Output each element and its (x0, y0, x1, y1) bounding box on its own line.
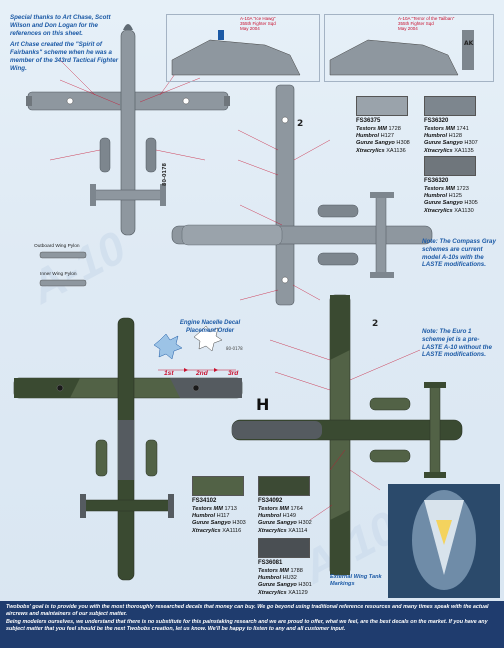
nacelle-serial-decal: 80-0178 (226, 346, 243, 351)
color-chip (258, 476, 310, 496)
inner-pylon-caption: Inner Wing Pylon (40, 272, 77, 277)
euro1-note: Note: The Euro 1 scheme jet is a pre-LAS… (422, 328, 492, 359)
color-chip (424, 96, 476, 116)
wing-tank-photo (388, 484, 500, 598)
footer-paragraph-1: Twobobs' goal is to provide you with the… (6, 604, 489, 618)
swatch-fs34102: FS34102 Testors MM 1713 Humbrol H117 Gun… (192, 476, 246, 535)
color-chip (258, 538, 310, 558)
inset-ice-hawg (166, 14, 320, 82)
outboard-pylon-caption: Outboard Wing Pylon (34, 244, 80, 249)
thanks-note: Special thanks to Art Chase, Scott Wilso… (10, 14, 111, 37)
plane-compass-top-view (26, 24, 230, 236)
color-chip (192, 476, 244, 496)
plane-euro1-top-view (13, 317, 243, 581)
footer-paragraph-2: Being modelers ourselves, we understand … (6, 618, 488, 632)
color-chip (356, 96, 408, 116)
wing-tank-caption: External Wing Tank Markings (330, 574, 382, 587)
plane-euro1-bottom-view (231, 294, 463, 576)
callout-lines (49, 59, 206, 161)
swatch-fs36320: FS36320 Testors MM 1741 Humbrol H128 Gun… (424, 96, 478, 155)
euro-letter: H (256, 395, 269, 414)
cockpit-insets: AK (171, 30, 474, 76)
inset-terror-of-the-tailban (324, 14, 494, 82)
color-chip (424, 156, 476, 176)
nacelle-step-1: 1st (164, 370, 174, 377)
swatch-fs36375: FS36375 Testors MM 1728 Humbrol H127 Gun… (356, 96, 410, 155)
inset-ice-hawg-label: A-10A "Ice Hawg" 355th Fighter Sqd May 2… (240, 16, 276, 32)
footer: Twobobs' goal is to provide you with the… (0, 601, 504, 648)
spirit-note: Art Chase created the "Spirit of Fairban… (10, 41, 119, 72)
intro-notes: Special thanks to Art Chase, Scott Wilso… (10, 14, 128, 76)
swatch-fs36081: FS36081 Testors MM 1788 Humbrol HU32 Gun… (258, 538, 312, 597)
compass-gray-note: Note: The Compass Gray schemes are curre… (422, 238, 496, 269)
side-number-1: 2 (297, 119, 303, 129)
tail-code: AK (464, 40, 474, 47)
nacelle-step-2: 2nd (196, 370, 208, 377)
nacelle-step-3: 3rd (228, 370, 239, 377)
pylon-sketches (39, 251, 87, 287)
serial-marking: 80-0178 (162, 163, 168, 186)
inset-terror-label: A-10A "Terror of the Tailban" 355th Figh… (398, 16, 455, 32)
nacelle-order-diagram: 80-0178 (153, 325, 243, 372)
side-number-2: 2 (372, 319, 378, 329)
swatch-fs34092: FS34092 Testors MM 1764 Humbrol H149 Gun… (258, 476, 312, 535)
plane-compass-bottom-view (171, 84, 433, 306)
swatch-fs36320-dark: FS36320 Testors MM 1723 Humbrol H125 Gun… (424, 156, 478, 215)
nacelle-title: Engine Nacelle Decal Placement Order (179, 320, 241, 334)
